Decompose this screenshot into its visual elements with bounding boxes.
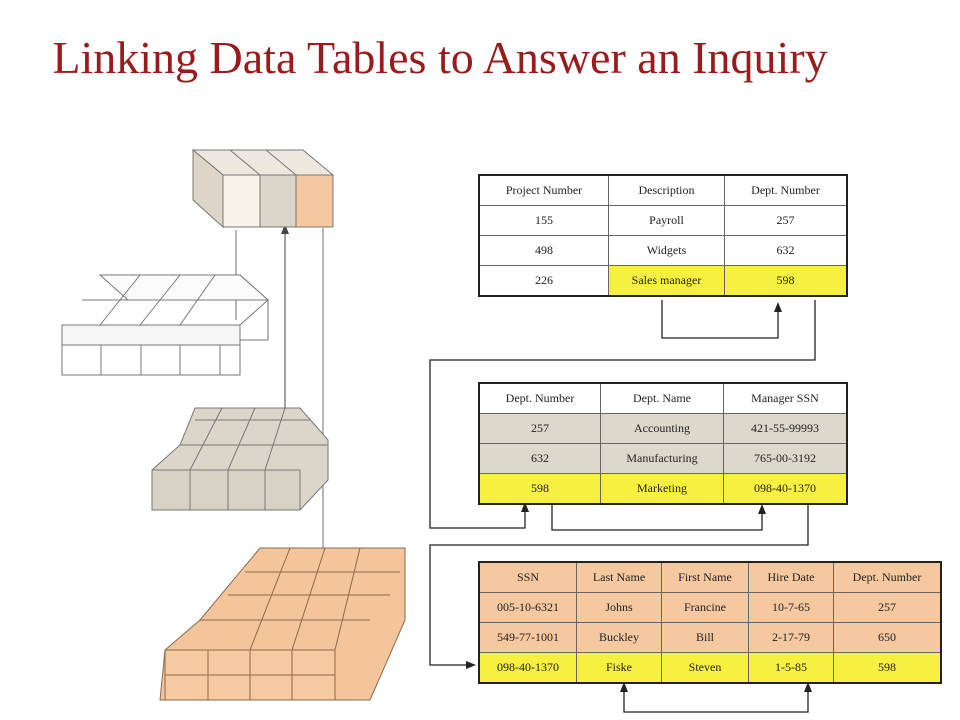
table-row: 257 Accounting 421-55-99993	[478, 413, 848, 444]
arrow-up-icon	[281, 224, 289, 234]
database-blocks-illustration	[61, 148, 406, 701]
table-cell: 257	[833, 592, 942, 623]
column-header: Dept. Number	[724, 174, 848, 206]
column-header: SSN	[478, 561, 577, 593]
column-header: Dept. Name	[600, 382, 724, 414]
table-cell: Manufacturing	[600, 443, 724, 474]
table-cell: Francine	[661, 592, 749, 623]
table-cell: 598	[478, 473, 601, 505]
department-table: Dept. Number Dept. Name Manager SSN 257 …	[478, 382, 848, 505]
page-title: Linking Data Tables to Answer an Inquiry	[52, 32, 828, 83]
table-cell: 257	[724, 205, 848, 236]
table-cell: 257	[478, 413, 601, 444]
table-row: 632 Manufacturing 765-00-3192	[478, 443, 848, 474]
table-cell: 421-55-99993	[723, 413, 848, 444]
table-cell: 098-40-1370	[478, 652, 577, 684]
table-cell: 1-5-85	[748, 652, 834, 684]
table-row-highlighted: 098-40-1370 Fiske Steven 1-5-85 598	[478, 652, 942, 684]
column-header: Dept. Number	[833, 561, 942, 593]
link-arrow	[623, 690, 809, 713]
table-row: 005-10-6321 Johns Francine 10-7-65 257	[478, 592, 942, 623]
table-cell: 765-00-3192	[723, 443, 848, 474]
table-header-row: SSN Last Name First Name Hire Date Dept.…	[478, 561, 942, 593]
arrow-up-icon	[620, 682, 628, 692]
project-table: Project Number Description Dept. Number …	[478, 174, 848, 297]
table-cell: Sales manager	[608, 265, 725, 297]
table-cell: Marketing	[600, 473, 724, 505]
table-cell: Widgets	[608, 235, 725, 266]
table-cell: Accounting	[600, 413, 724, 444]
arrow-up-icon	[804, 682, 812, 692]
arrow-up-icon	[758, 504, 766, 514]
column-header: Project Number	[478, 174, 609, 206]
table-cell: 632	[724, 235, 848, 266]
link-arrow	[429, 300, 816, 529]
table-row: 155 Payroll 257	[478, 205, 848, 236]
orange-table-block	[159, 547, 406, 701]
link-arrow	[551, 500, 763, 531]
column-header: Hire Date	[748, 561, 834, 593]
column-header: First Name	[661, 561, 749, 593]
employee-table: SSN Last Name First Name Hire Date Dept.…	[478, 561, 942, 684]
table-row: 549-77-1001 Buckley Bill 2-17-79 650	[478, 622, 942, 653]
table-header-row: Dept. Number Dept. Name Manager SSN	[478, 382, 848, 414]
table-cell: 098-40-1370	[723, 473, 848, 505]
table-cell: 2-17-79	[748, 622, 834, 653]
column-header: Dept. Number	[478, 382, 601, 414]
grey-table-block	[151, 407, 329, 511]
table-cell: 598	[724, 265, 848, 297]
top-record-block	[191, 148, 335, 229]
table-cell: 10-7-65	[748, 592, 834, 623]
table-cell: 005-10-6321	[478, 592, 577, 623]
table-row-highlighted: 226 Sales manager 598	[478, 265, 848, 297]
table-cell: Fiske	[576, 652, 662, 684]
table-row: 498 Widgets 632	[478, 235, 848, 266]
link-arrow	[661, 300, 779, 339]
arrow-up-icon	[774, 302, 782, 312]
table-cell: 498	[478, 235, 609, 266]
table-cell: 650	[833, 622, 942, 653]
table-cell: Johns	[576, 592, 662, 623]
white-table-block	[61, 274, 270, 376]
arrow-up-icon	[521, 502, 529, 512]
table-cell: Payroll	[608, 205, 725, 236]
table-cell: 598	[833, 652, 942, 684]
table-header-row: Project Number Description Dept. Number	[478, 174, 848, 206]
arrow-right-icon	[466, 661, 476, 669]
column-header: Last Name	[576, 561, 662, 593]
table-cell: 549-77-1001	[478, 622, 577, 653]
table-cell: Steven	[661, 652, 749, 684]
table-cell: 632	[478, 443, 601, 474]
table-cell: Bill	[661, 622, 749, 653]
table-cell: 226	[478, 265, 609, 297]
column-header: Manager SSN	[723, 382, 848, 414]
column-header: Description	[608, 174, 725, 206]
table-cell: Buckley	[576, 622, 662, 653]
table-cell: 155	[478, 205, 609, 236]
link-arrow	[429, 500, 809, 666]
table-row-highlighted: 598 Marketing 098-40-1370	[478, 473, 848, 505]
